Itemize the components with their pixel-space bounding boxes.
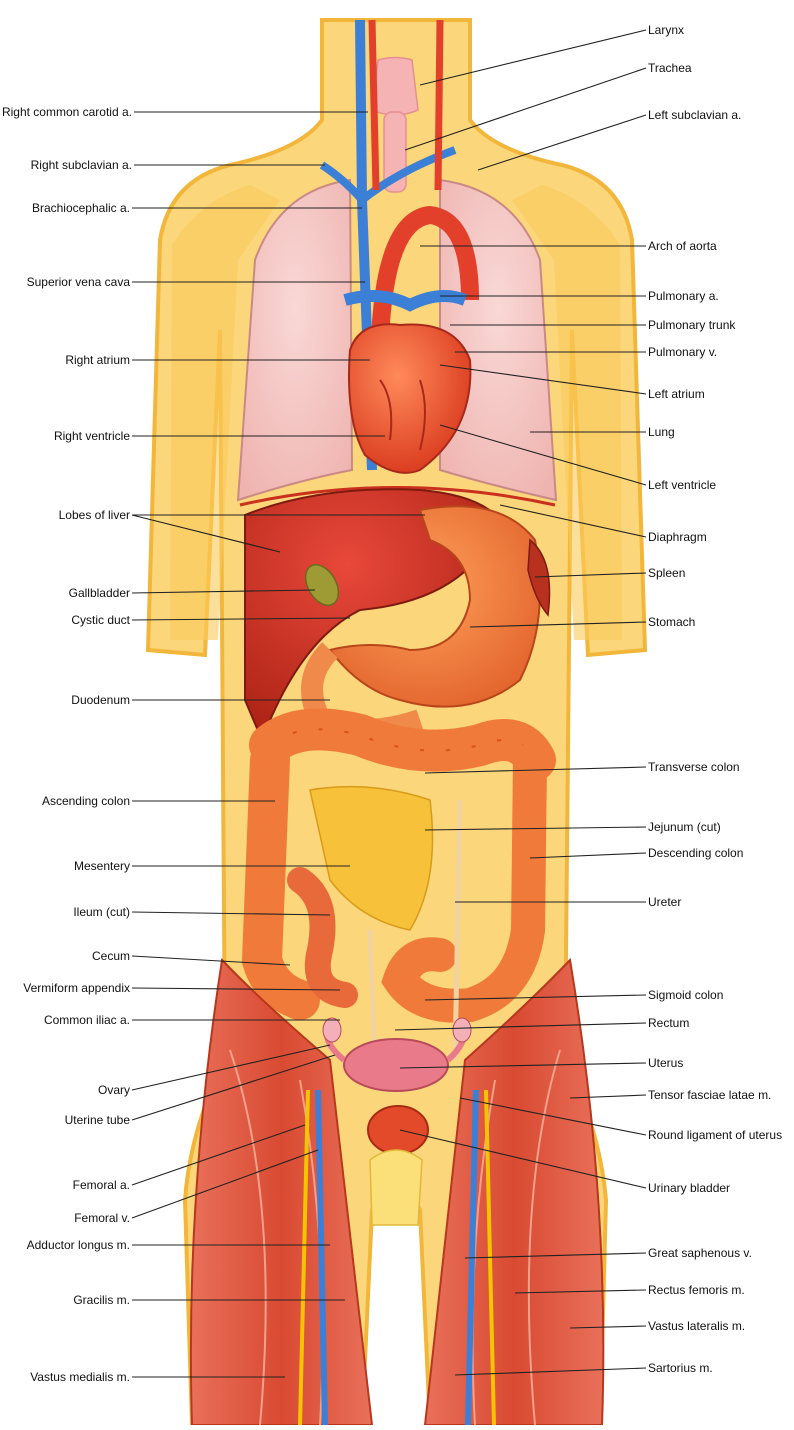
label-right: Pulmonary v. (648, 345, 717, 359)
label-right: Transverse colon (648, 760, 740, 774)
label-left: Uterine tube (65, 1113, 131, 1127)
label-right: Pulmonary a. (648, 289, 719, 303)
label-right: Ureter (648, 895, 681, 909)
label-right: Great saphenous v. (648, 1246, 752, 1260)
label-right: Lung (648, 425, 675, 439)
label-right: Descending colon (648, 846, 743, 860)
label-left: Ascending colon (42, 794, 130, 808)
label-left: Brachiocephalic a. (32, 201, 130, 215)
label-left: Adductor longus m. (27, 1238, 130, 1252)
label-right: Vastus lateralis m. (648, 1319, 745, 1333)
descending-colon (528, 760, 530, 930)
label-left: Vastus medialis m. (30, 1370, 130, 1384)
label-left: Mesentery (74, 859, 130, 873)
label-right: Sigmoid colon (648, 988, 723, 1002)
pubic-region (370, 1150, 422, 1225)
label-left: Cystic duct (71, 613, 130, 627)
label-left: Femoral v. (74, 1211, 130, 1225)
label-left: Right ventricle (54, 429, 130, 443)
label-right: Trachea (648, 61, 692, 75)
label-left: Cecum (92, 949, 130, 963)
label-right: Pulmonary trunk (648, 318, 736, 332)
label-right: Urinary bladder (648, 1181, 730, 1195)
label-left: Femoral a. (73, 1178, 130, 1192)
label-left: Lobes of liver (59, 508, 130, 522)
larynx (372, 58, 418, 116)
label-right: Left subclavian a. (648, 108, 741, 122)
label-left: Gallbladder (69, 586, 130, 600)
label-right: Rectum (648, 1016, 689, 1030)
label-left: Right subclavian a. (31, 158, 132, 172)
label-left: Gracilis m. (73, 1293, 130, 1307)
label-left: Duodenum (71, 693, 130, 707)
label-left: Ileum (cut) (73, 905, 130, 919)
label-right: Uterus (648, 1056, 683, 1070)
label-right: Round ligament of uterus (648, 1128, 782, 1142)
label-left: Vermiform appendix (23, 981, 130, 995)
label-right: Arch of aorta (648, 239, 717, 253)
label-right: Diaphragm (648, 530, 707, 544)
label-left: Superior vena cava (27, 275, 131, 289)
label-left: Right atrium (65, 353, 130, 367)
label-right: Sartorius m. (648, 1361, 713, 1375)
label-left: Right common carotid a. (2, 105, 132, 119)
label-right: Jejunum (cut) (648, 820, 721, 834)
label-right: Stomach (648, 615, 695, 629)
label-left: Ovary (98, 1083, 130, 1097)
label-right: Tensor fasciae latae m. (648, 1088, 771, 1102)
label-right: Left atrium (648, 387, 705, 401)
label-right: Rectus femoris m. (648, 1283, 745, 1297)
common-carotid (372, 20, 376, 190)
label-right: Larynx (648, 23, 684, 37)
label-right: Spleen (648, 566, 685, 580)
label-right: Left ventricle (648, 478, 716, 492)
leader-line-right (478, 115, 646, 170)
label-left: Common iliac a. (44, 1013, 130, 1027)
urinary-bladder (368, 1106, 428, 1154)
